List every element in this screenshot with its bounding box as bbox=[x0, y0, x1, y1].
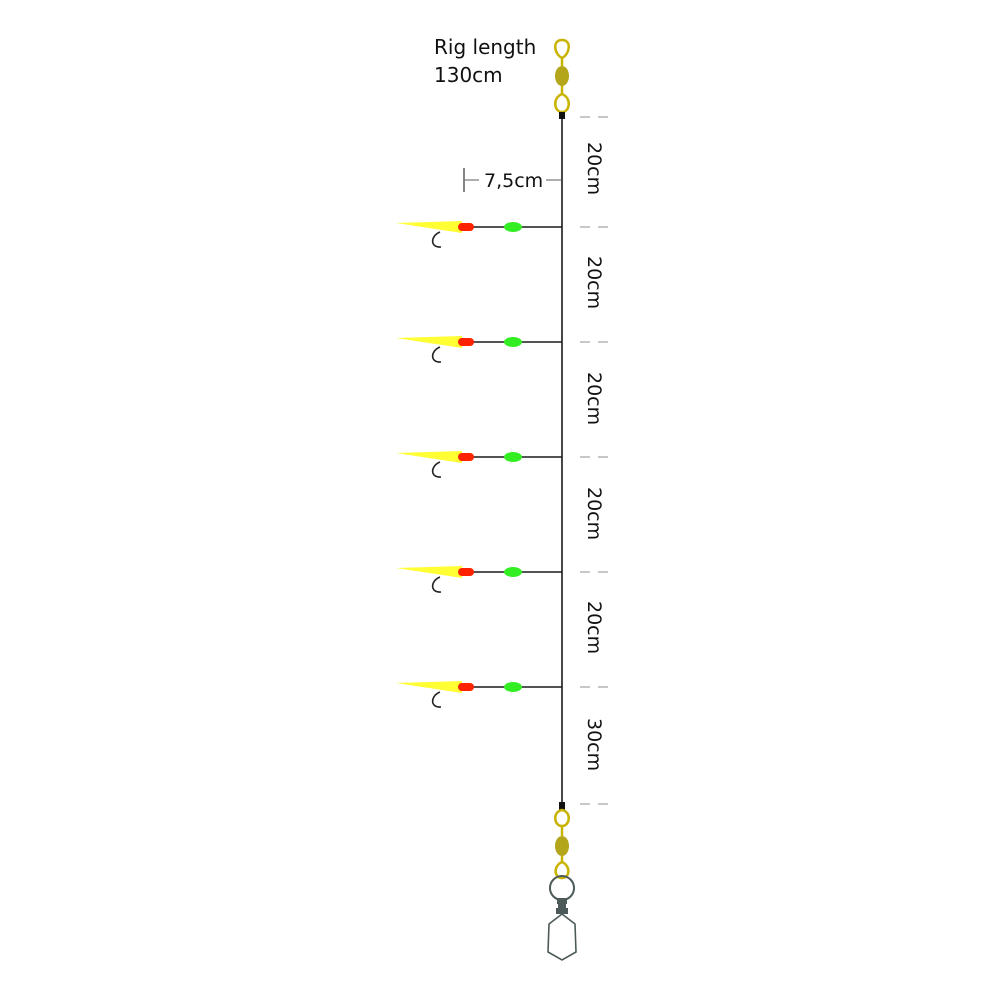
lure-icon bbox=[396, 681, 462, 693]
segment-ticks bbox=[580, 116, 608, 805]
dropper-length-label: 7,5cm bbox=[484, 170, 543, 192]
sinker-clip-icon bbox=[547, 912, 577, 961]
bead-green-icon bbox=[504, 567, 522, 577]
lure-icon bbox=[396, 336, 462, 348]
bead-red-icon bbox=[458, 568, 474, 576]
bead-red-icon bbox=[458, 683, 474, 691]
segment-label-6: 30cm bbox=[583, 718, 605, 771]
bead-green-icon bbox=[504, 682, 522, 692]
lure-icon bbox=[396, 566, 462, 578]
lure-icon bbox=[396, 451, 462, 463]
hook-icon bbox=[431, 461, 442, 478]
lure-icon bbox=[396, 221, 462, 233]
bead-green-icon bbox=[504, 337, 522, 347]
segment-label-5: 20cm bbox=[583, 601, 605, 654]
bottom-swivel-icon bbox=[554, 802, 570, 880]
bead-red-icon bbox=[458, 223, 474, 231]
segment-label-2: 20cm bbox=[583, 256, 605, 309]
hook-icon bbox=[431, 576, 442, 593]
dropper-2 bbox=[396, 336, 562, 363]
hook-icon bbox=[431, 346, 442, 363]
rig-length-title: Rig length bbox=[434, 35, 536, 59]
hook-icon bbox=[431, 231, 442, 248]
bead-red-icon bbox=[458, 453, 474, 461]
snap-ring-icon bbox=[549, 875, 575, 914]
segment-label-1: 20cm bbox=[583, 142, 605, 195]
segment-label-4: 20cm bbox=[583, 487, 605, 540]
droppers bbox=[396, 221, 562, 708]
hook-icon bbox=[431, 691, 442, 708]
bead-green-icon bbox=[504, 452, 522, 462]
dropper-length-annotation: 7,5cm bbox=[463, 168, 561, 192]
dropper-4 bbox=[396, 566, 562, 593]
segment-label-3: 20cm bbox=[583, 372, 605, 425]
dropper-1 bbox=[396, 221, 562, 248]
dropper-5 bbox=[396, 681, 562, 708]
top-swivel-icon bbox=[554, 38, 570, 119]
rig-length-value: 130cm bbox=[434, 63, 503, 87]
bead-green-icon bbox=[504, 222, 522, 232]
dropper-3 bbox=[396, 451, 562, 478]
bead-red-icon bbox=[458, 338, 474, 346]
